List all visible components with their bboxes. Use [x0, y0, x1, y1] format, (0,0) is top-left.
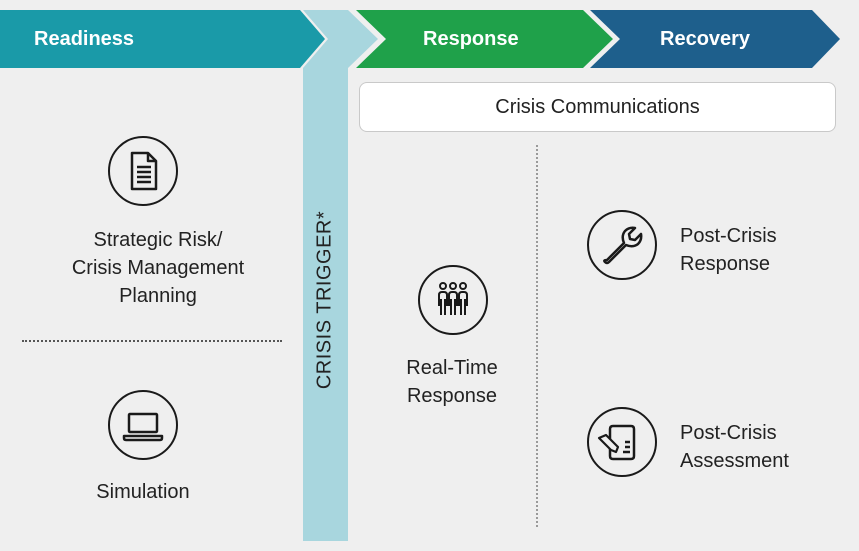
crisis-trigger-label: CRISIS TRIGGER* [313, 210, 336, 390]
crisis-communications-box: Crisis Communications [359, 82, 836, 132]
response-chevron [356, 10, 613, 68]
team-icon [418, 265, 488, 335]
realtime-label: Real-Time Response [372, 354, 532, 410]
recovery-chevron [590, 10, 840, 68]
planning-line-3: Planning [119, 285, 197, 307]
readiness-chevron [0, 10, 325, 68]
realtime-line-2: Response [406, 385, 498, 407]
phase-readiness-label: Readiness [34, 28, 135, 50]
planning-line-1: Strategic Risk/ [93, 229, 223, 251]
phase-recovery-label: Recovery [660, 28, 751, 50]
phase-response-label: Response [423, 28, 519, 50]
document-icon [108, 136, 178, 206]
laptop-icon [108, 390, 178, 460]
readiness-divider [22, 340, 282, 342]
phase-header [0, 10, 840, 68]
clipboard-edit-icon [587, 407, 657, 477]
response-recovery-divider [536, 145, 538, 527]
post-assessment-line-1: Post-Crisis [680, 422, 777, 444]
trigger-chevron [303, 10, 378, 68]
simulation-label: Simulation [96, 481, 190, 503]
crisis-trigger-bar [303, 68, 348, 541]
post-response-line-2: Response [680, 253, 771, 275]
planning-line-2: Crisis Management [71, 257, 245, 279]
realtime-line-1: Real-Time [406, 357, 498, 379]
post-assessment-label: Post-Crisis Assessment [680, 419, 789, 475]
post-assessment-line-2: Assessment [680, 450, 789, 472]
post-response-label: Post-Crisis Response [680, 222, 777, 278]
planning-label: Strategic Risk/ Crisis Management Planni… [28, 226, 288, 310]
post-response-line-1: Post-Crisis [680, 225, 777, 247]
wrench-icon [587, 210, 657, 280]
